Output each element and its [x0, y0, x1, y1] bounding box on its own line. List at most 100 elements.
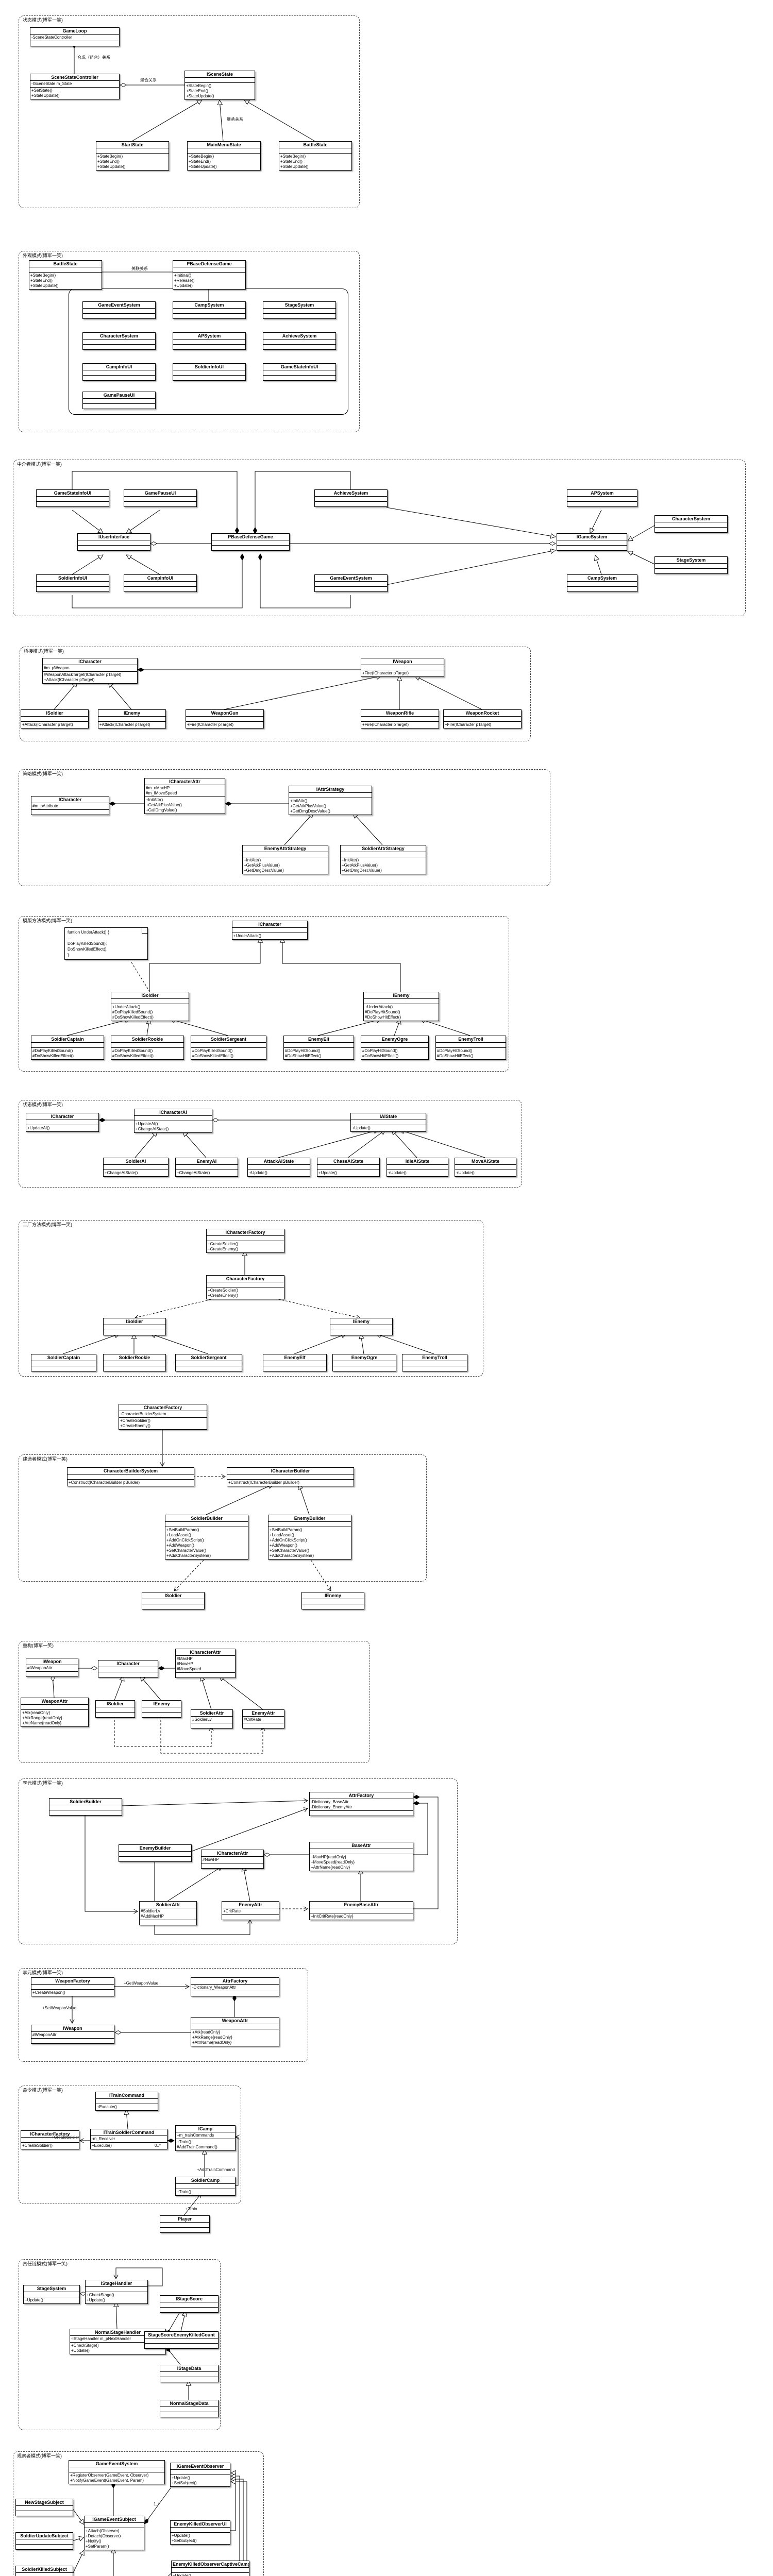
class-method: #DoPlayHitSound() [437, 1048, 473, 1053]
class-soldiercaptain: SoldierCaptain#DoPlayKilledSound()#DoSho… [31, 1036, 104, 1060]
class-attr: #m_pWeapon [44, 666, 70, 670]
class-method: #DoPlayHitSound() [362, 1048, 398, 1053]
class-methods: +StateBegin()+StateEnd()+StateUpdate() [29, 273, 102, 289]
class-title: ICharacterAttr [145, 778, 225, 785]
class-title: CampInfoUI [83, 364, 155, 370]
class-title: IUserInterface [78, 534, 150, 540]
class-attributes [289, 793, 372, 798]
class-methods: +Construct(ICharacterBuilder pBuilder) [68, 1480, 194, 1486]
class-title: SoldierSergeant [176, 1354, 242, 1361]
class-method: +GetAtkPlusValue() [146, 803, 182, 807]
pattern-box--5 [19, 916, 509, 1072]
class-title: IStageScore [160, 2296, 218, 2302]
class-title: ICharacterAttr [176, 1649, 235, 1656]
class-title: IAttrStrategy [289, 786, 372, 793]
pattern-title: 享元模式(博军一笑) [22, 1969, 64, 1976]
class-igameeventobserver: IGameEventObserver+Update()+SetSubject() [170, 2463, 230, 2487]
class-attributes [145, 2338, 218, 2344]
class-idleaistate: IdleAIState+Update() [386, 1158, 448, 1177]
class-methods: +InitAttr()+GetAtkPlusValue()+GetDmgDesc… [289, 798, 372, 815]
class-attributes [361, 665, 444, 670]
class-methods: +Update() [455, 1170, 516, 1176]
class-icharacter: ICharacter [98, 1660, 158, 1677]
class-methods: +Atk{readOnly}+AtkRange{readOnly}+AttrNa… [191, 2029, 279, 2046]
class-attributes [232, 928, 307, 933]
class-gamestateinfoui: GameStateInfoUI [36, 489, 109, 507]
class-ienemy: IEnemy [142, 1700, 181, 1718]
class-characterfactory: CharacterFactory+CreateSoldier()+CreateE… [206, 1275, 284, 1299]
class-title: SoldierAttrStrategy [341, 845, 426, 852]
class-methods [330, 1330, 392, 1335]
class-soldierinfoui: SoldierInfoUI [36, 574, 109, 592]
class-attributes [176, 1165, 238, 1170]
class-attributes [165, 1522, 248, 1527]
class-method: +Update() [249, 1171, 267, 1175]
class-attributes [402, 1361, 467, 1366]
class-title: IAIState [351, 1113, 426, 1120]
class-methods: +Update()+SetSubject() [172, 2573, 249, 2576]
class-attributes [248, 1165, 310, 1170]
pattern-title: 状态模式(博军一笑) [22, 16, 64, 23]
class-title: EnemyBuilder [268, 1515, 351, 1522]
class-title: GamePauseUI [124, 490, 196, 497]
class-attributes [567, 582, 637, 587]
class-method: +CreateEnemy() [208, 1247, 238, 1251]
class-title: StageSystem [24, 2285, 79, 2292]
class-title: MainMenuState [188, 142, 260, 148]
class-methods: +InitAttr()+GetAtkPlusValue()+CallDmgVal… [145, 797, 225, 814]
class-title: WeaponAttr [21, 1698, 88, 1705]
class-method: +StateBegin() [280, 154, 306, 159]
class-method: +Update() [25, 2298, 43, 2302]
class-methods: +StateBegin()+StateEnd()+StateUpdate() [96, 154, 169, 170]
class-attr: #CritRate [244, 1717, 261, 1722]
class-attributes [173, 340, 245, 345]
class-methods: +Train()#AddTrainCommand() [176, 2139, 235, 2150]
class-pbasedefensegame: PBaseDefenseGame+Initinal()+Release()+Up… [173, 260, 246, 290]
note-line: funtion UnderAttack() { [68, 930, 109, 935]
class-title: EnemyBuilder [119, 1845, 191, 1852]
class-method: #DoPlayHitSound() [285, 1048, 321, 1053]
class-charactersystem: CharacterSystem [82, 332, 156, 350]
class-title: EnemyKilledObserverUI [171, 2521, 230, 2528]
class-methods: +UnderAttack() [232, 933, 307, 939]
class-method: +InitAttr() [244, 858, 261, 862]
class-method: +Fire(ICharacter pTarget) [187, 722, 234, 727]
class-title: EnemyElf [263, 1354, 326, 1361]
class-method: +ChangeAIState() [177, 1171, 210, 1175]
class-itraincommand: ITrainCommand+Execute() [95, 2092, 158, 2111]
class-title: ITrainSoldierCommand [91, 2129, 167, 2136]
class-attributes: -CharacterBuilderSystem [119, 1411, 207, 1418]
class-methods: +Initinal()+Release()+Update() [173, 273, 245, 289]
class-title: IEnemy [364, 992, 439, 999]
class-enemyogre: EnemyOgre [332, 1354, 396, 1371]
class-methods [302, 1604, 364, 1609]
class-attributes [243, 852, 328, 857]
class-methods [567, 502, 637, 506]
class-title: SoldierRookie [104, 1354, 165, 1361]
class-attributes [171, 2528, 230, 2533]
class-title: EnemyAttr [243, 1710, 284, 1717]
class-methods [96, 1713, 135, 1717]
pattern-box--11 [19, 1968, 308, 2062]
class-attributes [279, 148, 351, 154]
class-methods [222, 1915, 279, 1920]
class-attributes [315, 582, 387, 587]
class-attributes [37, 497, 109, 502]
class-startstate: StartState+StateBegin()+StateEnd()+State… [96, 141, 169, 171]
class-method: +StateBegin() [97, 154, 123, 159]
class-title: SoldierSergeant [191, 1036, 266, 1043]
class-methods: +Attach(Observer)+Detach(Observer)+Notif… [85, 2528, 144, 2550]
class-methods: +Construct(ICharacterBuilder pBuilder) [227, 1480, 354, 1486]
class-method: +Update() [172, 2476, 190, 2480]
class-weaponattr: WeaponAttr+Atk{readOnly}+AtkRange{readOn… [21, 1698, 89, 1727]
class-method: +ChangeAIState() [136, 1127, 169, 1131]
class-title: SoldierRookie [111, 1036, 183, 1043]
class-methods: +Attack(ICharacter pTarget) [21, 722, 88, 728]
class-method: +Execute() [97, 2105, 117, 2109]
class-attributes: #NowHP [201, 1857, 263, 1863]
class-method: +UnderAttack() [233, 934, 262, 938]
class-title: AchieveSystem [263, 333, 335, 340]
pattern-box--12 [19, 2086, 241, 2204]
class-attributes [387, 1165, 448, 1170]
note-line: DoShowKilledEffect(); [68, 947, 108, 952]
